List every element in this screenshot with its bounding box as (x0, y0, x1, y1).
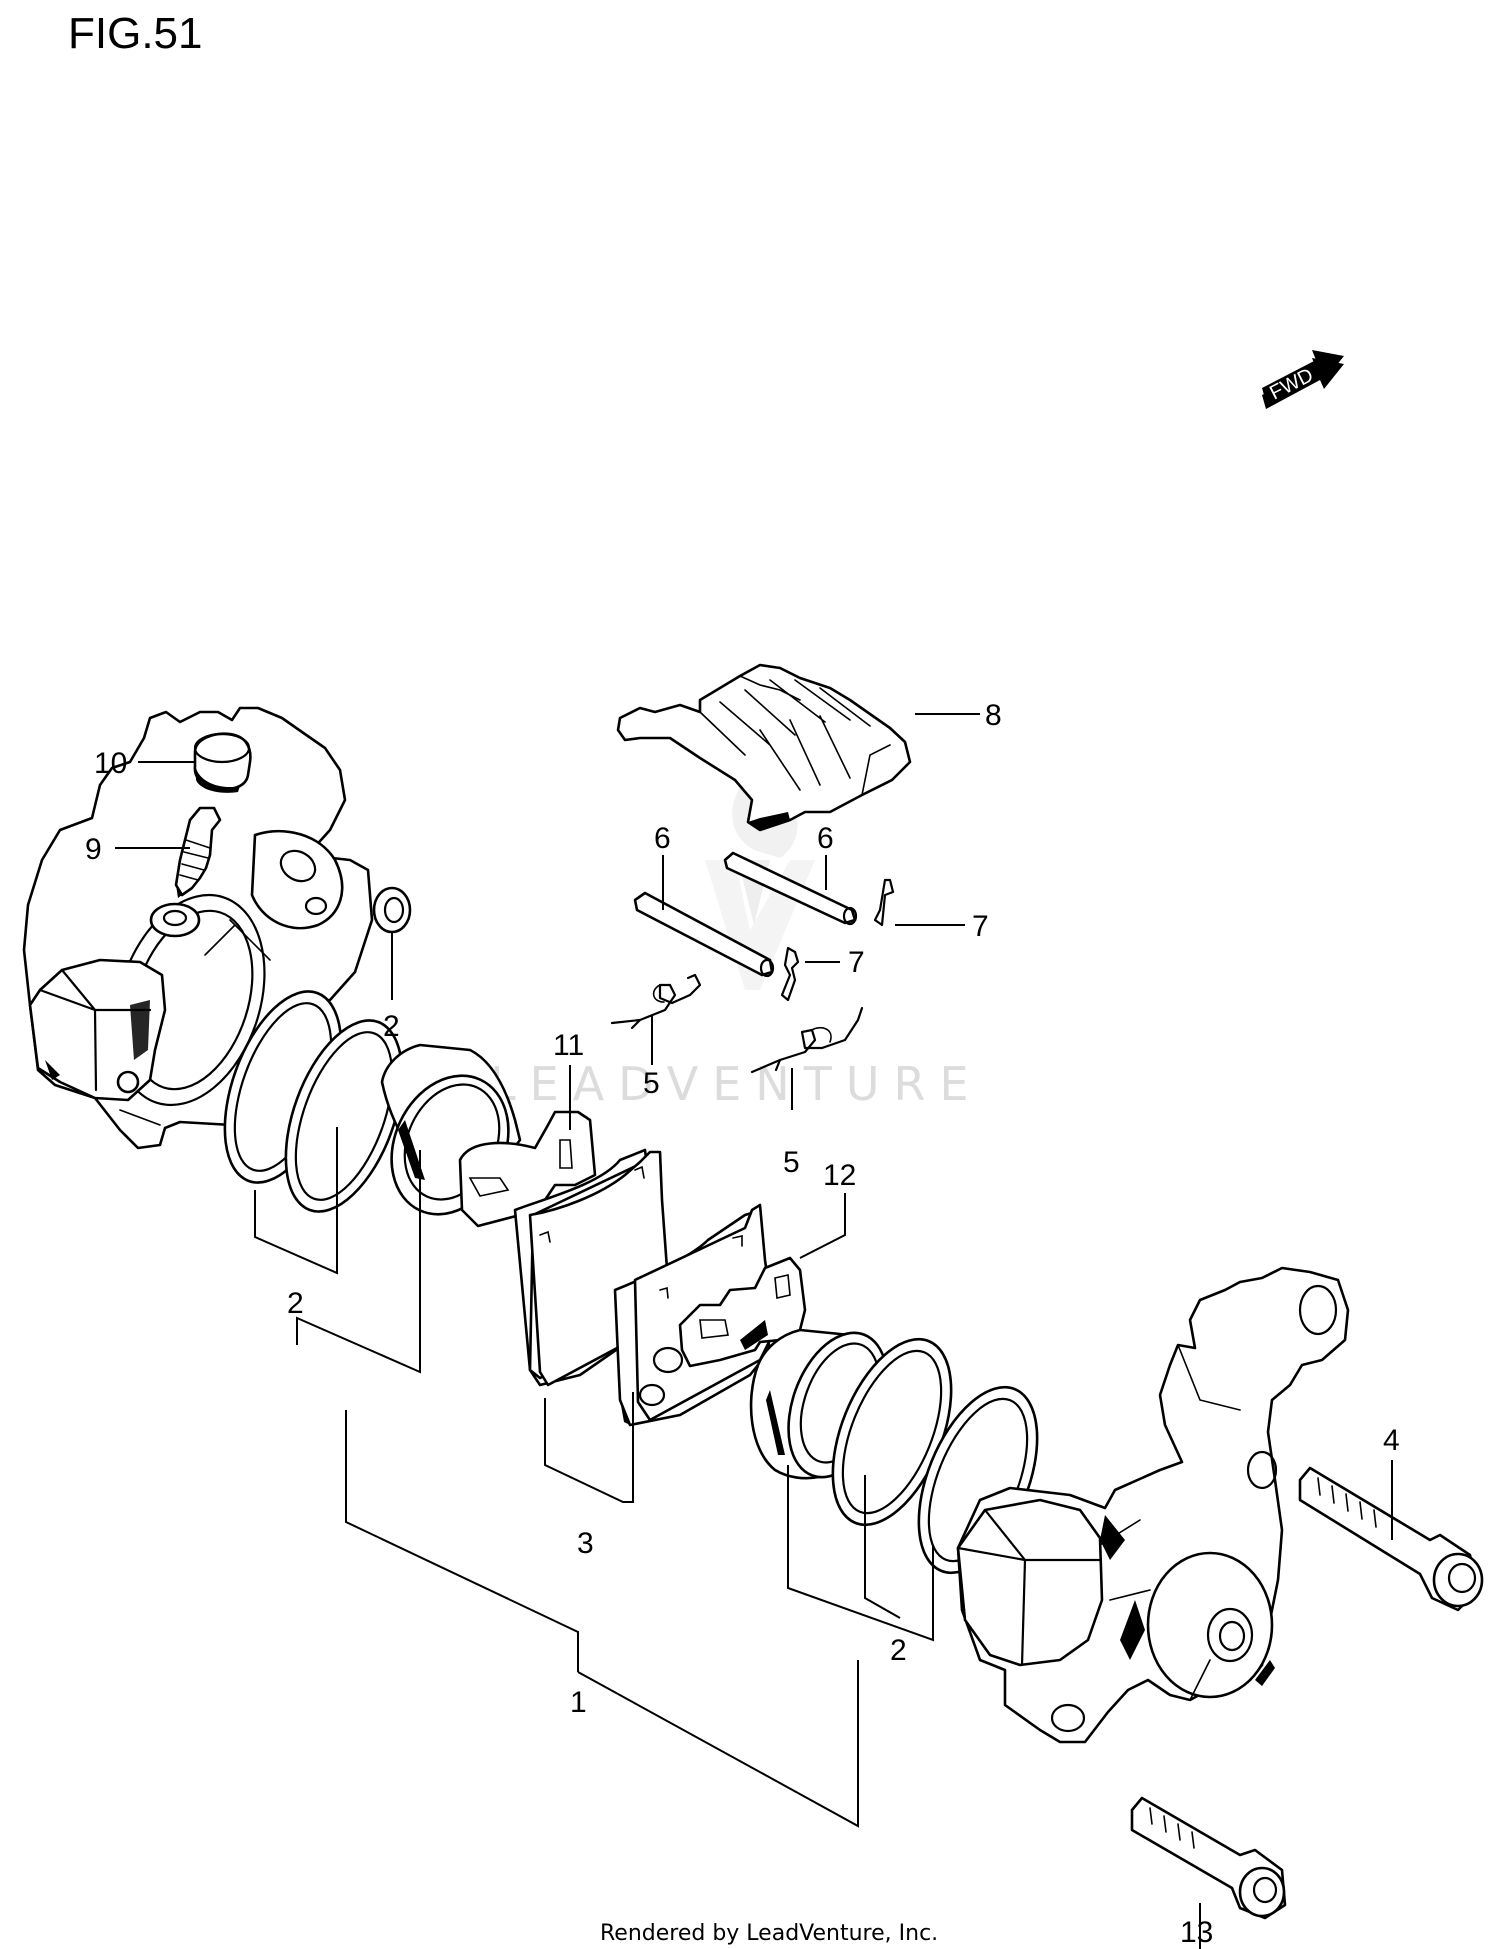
callouts: 10 9 2 8 6 6 7 7 5 5 11 12 2 3 2 1 4 13 (85, 699, 1400, 1949)
bolt-bottom (1130, 1796, 1287, 1920)
fwd-label: FWD (1266, 364, 1317, 404)
callout-5-left: 5 (643, 1067, 660, 1100)
clip-upper (873, 878, 895, 927)
callout-6-right: 6 (817, 822, 834, 855)
pad-pin-left (633, 891, 775, 978)
watermark-text: LEADVENTURE (490, 1057, 983, 1111)
figure-title: FIG.51 (68, 9, 203, 58)
callout-10: 10 (94, 747, 127, 780)
callout-7-upper: 7 (972, 910, 989, 943)
callout-2-left: 2 (287, 1287, 304, 1320)
fwd-arrow-icon: FWD (1262, 350, 1344, 409)
left-seals (223, 990, 404, 1213)
bolt-right (1298, 1466, 1484, 1612)
pad-pin-right (723, 851, 858, 926)
callout-7-lower: 7 (848, 946, 865, 979)
spring-right (750, 1006, 864, 1074)
callout-9: 9 (85, 833, 102, 866)
callout-5-right: 5 (783, 1146, 800, 1179)
callout-1: 1 (570, 1686, 587, 1719)
clip-lower (780, 946, 800, 1002)
callout-4: 4 (1383, 1424, 1400, 1457)
o-ring-small (372, 886, 412, 934)
bleeder-valve-part (174, 806, 222, 898)
left-caliper-half (22, 706, 374, 1150)
callout-13: 13 (1180, 1916, 1213, 1949)
shim-right (678, 1256, 807, 1368)
right-caliper-half (956, 1266, 1350, 1744)
cap-part (193, 732, 252, 793)
callout-2-right: 2 (890, 1634, 907, 1667)
leader-lines (115, 713, 1393, 1949)
callout-3: 3 (577, 1527, 594, 1560)
callout-2-upper: 2 (383, 1010, 400, 1043)
pad-spring-part (616, 663, 912, 832)
callout-6-left: 6 (654, 822, 671, 855)
footer-credit: Rendered by LeadVenture, Inc. (600, 1921, 938, 1946)
callout-8: 8 (985, 699, 1002, 732)
callout-12: 12 (823, 1159, 856, 1192)
spring-left (610, 973, 702, 1030)
callout-11: 11 (553, 1029, 584, 1062)
